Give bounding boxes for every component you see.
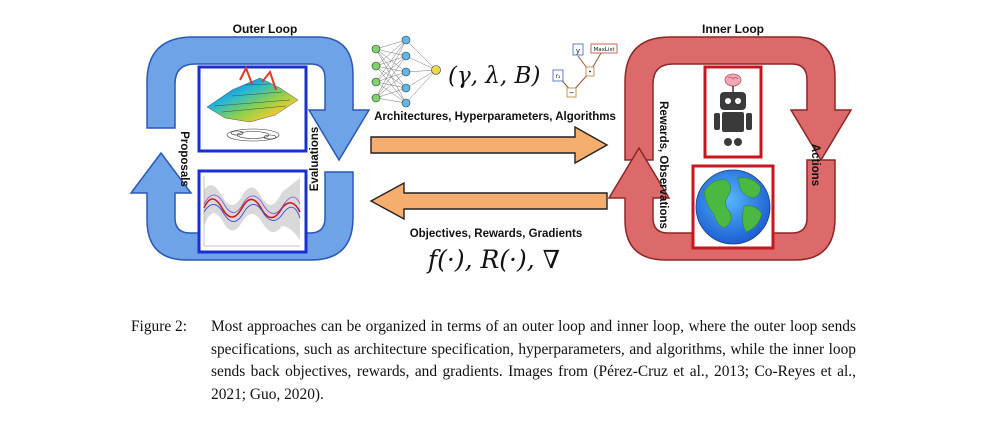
arrow-bottom-label: Objectives, Rewards, Gradients	[410, 228, 583, 240]
inner-loop-title: Inner Loop	[702, 22, 764, 36]
inner-loop: Inner Loop Rewards, Observations Actions	[607, 22, 853, 261]
outer-loop-top-arrow	[146, 36, 371, 162]
neural-network-icon	[371, 35, 441, 108]
tree-node-b: MaxList	[594, 47, 616, 53]
tree-node-a: y	[576, 47, 580, 55]
inner-loop-top-arrow	[624, 36, 853, 162]
tree-node-c: r₁	[556, 73, 561, 80]
svg-text:−: −	[569, 89, 575, 97]
proposals-label: Proposals	[178, 131, 190, 187]
robot-agent-image	[703, 65, 763, 159]
hyperparameters-math: (γ, λ, B)	[448, 63, 540, 89]
loop-diagram: Outer Loop Proposals Evaluations	[129, 22, 853, 274]
figure-caption: Figure 2: Most approaches can be organize…	[131, 316, 861, 406]
surface-plot-image	[197, 65, 308, 153]
outer-loop-title: Outer Loop	[233, 22, 298, 36]
objectives-math: f(·), R(·), ∇	[426, 245, 560, 274]
right-pointing-arrow	[370, 125, 609, 165]
arrow-top-label: Architectures, Hyperparameters, Algorith…	[374, 111, 616, 123]
caption-text: Most approaches can be organized in term…	[211, 318, 856, 403]
evaluations-label: Evaluations	[309, 127, 321, 192]
gp-regression-image	[197, 169, 308, 254]
outer-loop: Outer Loop Proposals Evaluations	[129, 22, 371, 261]
left-pointing-arrow	[369, 181, 608, 221]
caption-label: Figure 2:	[131, 318, 188, 335]
rewards-observations-label: Rewards, Observations	[657, 101, 669, 229]
earth-environment-image	[691, 164, 775, 250]
actions-label: Actions	[809, 144, 821, 186]
algorithm-tree-icon: y MaxList r₁ −	[552, 43, 618, 98]
